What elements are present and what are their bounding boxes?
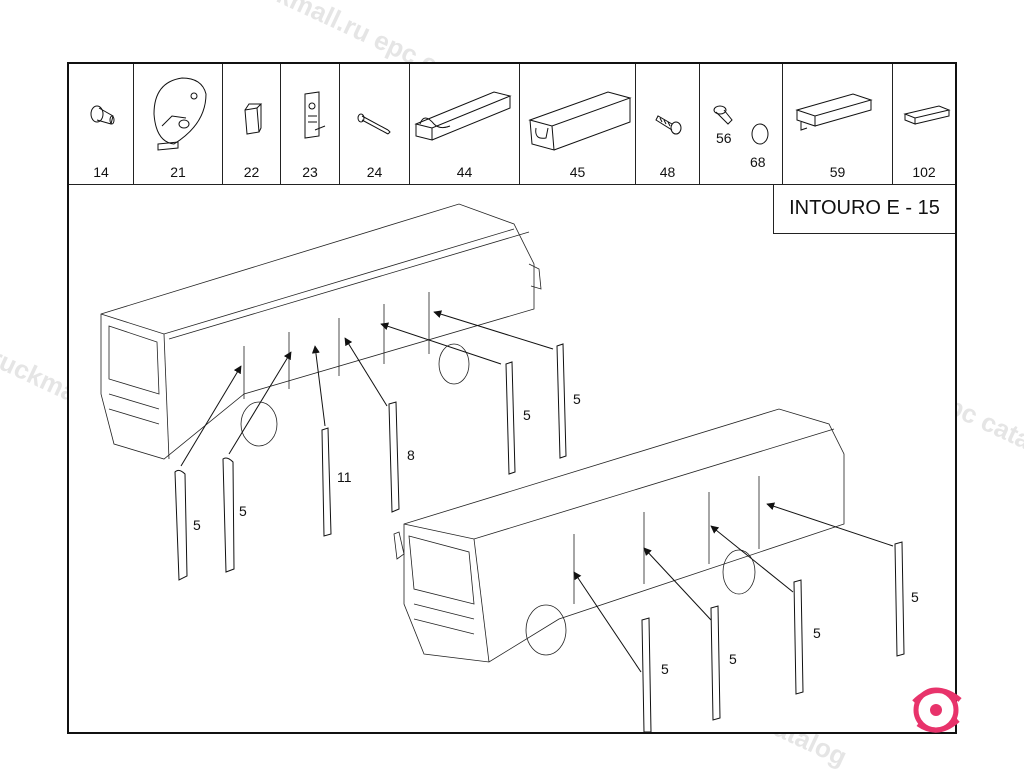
part-label: 44 bbox=[456, 164, 473, 180]
callout-label: 5 bbox=[813, 625, 821, 641]
part-cell[interactable]: 48 bbox=[636, 64, 700, 184]
bracket-plate-icon bbox=[153, 77, 207, 151]
part-label: 21 bbox=[170, 164, 186, 180]
part-cell[interactable]: 102 bbox=[893, 64, 955, 184]
part-cell[interactable]: 45 bbox=[520, 64, 636, 184]
leader-arrows-lower bbox=[573, 502, 894, 673]
part-label: 102 bbox=[912, 164, 936, 180]
callout-label: 11 bbox=[337, 469, 352, 485]
part-label: 23 bbox=[302, 164, 318, 180]
clip-icon bbox=[244, 103, 263, 135]
part-label: 48 bbox=[659, 164, 676, 180]
screw-icon bbox=[655, 115, 682, 135]
callout-label: 5 bbox=[573, 391, 581, 407]
part-cell[interactable]: 14 bbox=[69, 64, 134, 184]
bus-lower bbox=[393, 408, 845, 663]
part-label: 59 bbox=[829, 164, 846, 180]
callouts-lower: 5 5 5 5 bbox=[661, 589, 919, 677]
part-label: 56 bbox=[716, 130, 732, 146]
latch-icon bbox=[304, 91, 326, 139]
block-icon bbox=[795, 93, 873, 131]
part-label: 45 bbox=[569, 164, 586, 180]
part-cell[interactable]: 24 bbox=[340, 64, 410, 184]
parts-strip: 14 21 bbox=[69, 64, 955, 185]
gear-logo-icon bbox=[912, 687, 962, 733]
callouts-upper: 5 5 11 8 5 5 bbox=[193, 391, 581, 533]
brand-logo bbox=[856, 640, 1016, 740]
part-label: 68 bbox=[750, 154, 766, 170]
callout-label: 5 bbox=[661, 661, 669, 677]
strip-icon bbox=[903, 105, 951, 125]
bus-upper bbox=[100, 203, 542, 460]
part-cell[interactable]: 44 bbox=[410, 64, 520, 184]
part-label: 14 bbox=[93, 164, 109, 180]
trim-strips-upper bbox=[174, 343, 567, 581]
trim-strips-lower bbox=[641, 541, 905, 732]
trim-profile-icon bbox=[528, 91, 632, 151]
pin-icon bbox=[357, 113, 391, 135]
callout-label: 5 bbox=[239, 503, 247, 519]
part-cell[interactable]: 23 bbox=[281, 64, 340, 184]
bolt-icon bbox=[90, 105, 115, 125]
diagram-title: INTOURO E - 15 bbox=[773, 184, 955, 234]
callout-label: 5 bbox=[193, 517, 201, 533]
part-label: 24 bbox=[366, 164, 383, 180]
callout-label: 5 bbox=[911, 589, 919, 605]
rail-profile-icon bbox=[414, 91, 512, 141]
part-cell[interactable]: 59 bbox=[783, 64, 893, 184]
callout-label: 5 bbox=[729, 651, 737, 667]
part-cell[interactable]: 21 bbox=[134, 64, 223, 184]
part-cell[interactable]: 22 bbox=[223, 64, 281, 184]
callout-label: 8 bbox=[407, 447, 415, 463]
screw-and-washer-icon bbox=[713, 105, 769, 145]
leader-arrows-upper bbox=[180, 310, 554, 467]
bus-exploded-view: 5 5 11 8 5 5 5 5 5 5 bbox=[100, 203, 919, 732]
part-cell[interactable]: 56 68 bbox=[700, 64, 783, 184]
part-label: 22 bbox=[243, 164, 260, 180]
diagram-frame: 14 21 bbox=[67, 62, 957, 734]
callout-label: 5 bbox=[523, 407, 531, 423]
